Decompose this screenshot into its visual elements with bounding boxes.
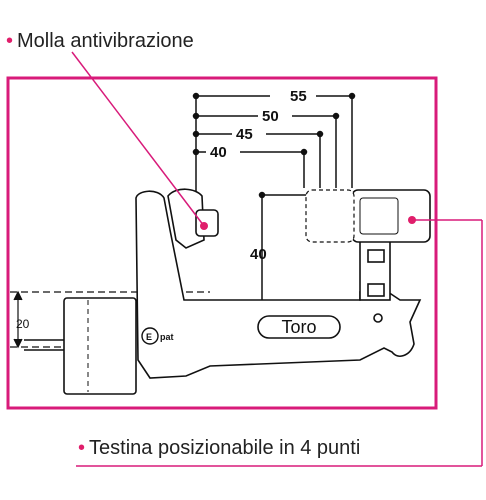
callout-molla-text: Molla antivibrazione: [17, 30, 194, 52]
dimension-20: 20: [16, 317, 30, 331]
callout-molla: •Molla antivibrazione: [6, 30, 194, 53]
dimension-40-top: 40: [210, 144, 227, 161]
dimension-45: 45: [236, 126, 253, 143]
callout-point-spring: [200, 222, 208, 230]
callout-bullet-icon: •: [6, 30, 14, 52]
product-label: Toro: [281, 317, 316, 337]
brand-logo-icon: E pat: [141, 327, 174, 345]
tool-body: [24, 188, 431, 395]
dimension-55: 55: [290, 88, 307, 105]
callout-testina-text: Testina posizionabile in 4 punti: [89, 437, 361, 459]
callout-bullet-icon: •: [78, 437, 86, 459]
dimension-50: 50: [262, 108, 279, 125]
dimension-40-vertical: 40: [250, 246, 267, 263]
svg-text:E: E: [146, 332, 152, 342]
logo-text: pat: [160, 332, 174, 342]
diagram-frame: [6, 76, 438, 410]
callout-testina: •Testina posizionabile in 4 punti: [78, 437, 360, 460]
callout-point-head: [408, 216, 416, 224]
callout-leaders: [71, 51, 483, 467]
